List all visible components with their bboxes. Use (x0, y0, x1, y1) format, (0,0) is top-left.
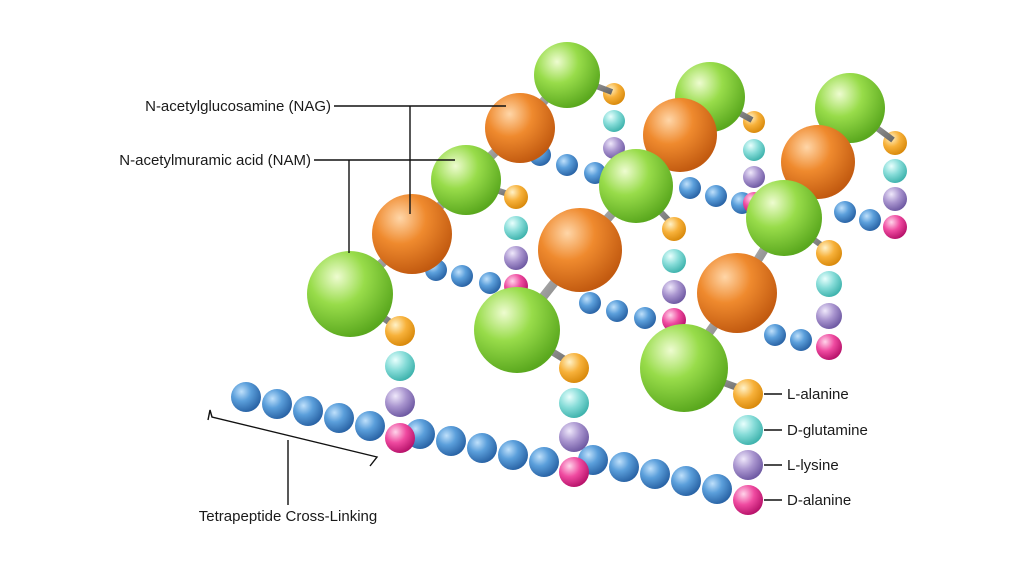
nag-spheres-mid (372, 194, 777, 333)
legend-l-alanine: L-alanine (787, 386, 849, 403)
legend-d-glutamine: D-glutamine (787, 422, 868, 439)
peptide-chain-back-1 (603, 83, 625, 159)
legend: L-alanine D-glutamine L-lysine D-alanine (787, 386, 868, 509)
peptide-chain-mid-3 (746, 180, 842, 360)
callout-lines (207, 105, 782, 505)
backbone-chain-back (501, 134, 881, 231)
backbone-chain-front (231, 382, 732, 504)
nag-label: N-acetylglucosamine (NAG) (145, 98, 331, 115)
legend-l-lysine: L-lysine (787, 457, 839, 474)
peptide-chain-mid-2 (599, 149, 686, 332)
peptide-chain-front-3 (640, 324, 763, 515)
legend-d-alanine: D-alanine (787, 492, 851, 509)
crosslink-label: Tetrapeptide Cross-Linking (199, 508, 377, 525)
nam-label: N-acetylmuramic acid (NAM) (119, 152, 311, 169)
peptide-chain-back-3 (883, 131, 907, 239)
peptide-chain-front-2 (474, 287, 589, 487)
peptide-chain-front-1 (307, 251, 415, 453)
